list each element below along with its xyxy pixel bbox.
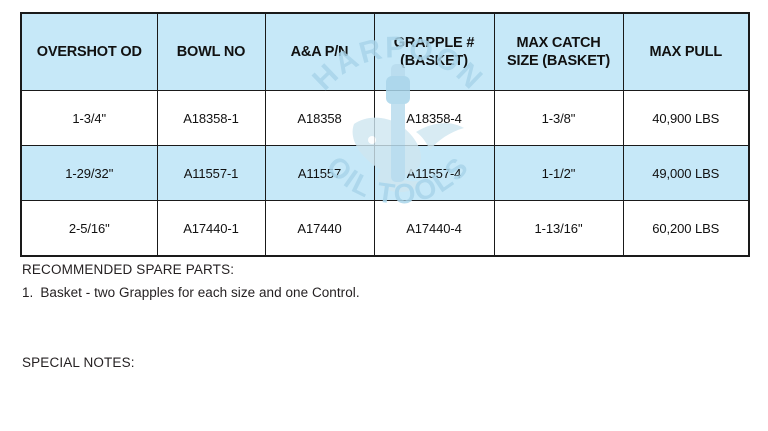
special-notes-section: SPECIAL NOTES: <box>22 355 135 370</box>
cell-max-pull: 40,900 LBS <box>622 90 750 146</box>
table-header-row: OVERSHOT OD BOWL NO A&A P/N GRAPPLE # (B… <box>20 12 750 91</box>
list-item-number: 1. <box>22 285 34 300</box>
header-line: SIZE (BASKET) <box>507 53 610 69</box>
cell-overshot-od: 1-29/32" <box>20 145 158 201</box>
table-row: 1-3/4" A18358-1 A18358 A18358-4 1-3/8" 4… <box>20 90 750 146</box>
cell-grapple-number: A18358-4 <box>373 90 495 146</box>
cell-bowl-no: A18358-1 <box>156 90 266 146</box>
table-row: 2-5/16" A17440-1 A17440 A17440-4 1-13/16… <box>20 200 750 257</box>
table-row: 1-29/32" A11557-1 A11557 A11557-4 1-1/2"… <box>20 145 750 201</box>
column-header-aa-pn: A&A P/N <box>264 12 375 91</box>
header-line: A&A P/N <box>290 43 349 60</box>
header-line: OVERSHOT OD <box>36 43 142 60</box>
cell-aa-pn: A18358 <box>264 90 375 146</box>
cell-bowl-no: A11557-1 <box>156 145 266 201</box>
column-header-grapple-number-basket: GRAPPLE # (BASKET) <box>373 12 495 91</box>
column-header-bowl-no: BOWL NO <box>156 12 266 91</box>
header-line: (BASKET) <box>400 53 468 69</box>
header-line: MAX CATCH <box>516 34 601 51</box>
spare-parts-list-item: 1. Basket - two Grapples for each size a… <box>22 285 722 300</box>
cell-max-pull: 60,200 LBS <box>622 200 750 257</box>
header-line: BOWL NO <box>176 43 246 60</box>
column-header-max-pull: MAX PULL <box>622 12 750 91</box>
cell-aa-pn: A17440 <box>264 200 375 257</box>
spare-parts-heading: RECOMMENDED SPARE PARTS: <box>22 262 235 277</box>
cell-aa-pn: A11557 <box>264 145 375 201</box>
cell-grapple-number: A17440-4 <box>373 200 495 257</box>
recommended-spare-parts-section: RECOMMENDED SPARE PARTS: 1. Basket - two… <box>22 262 722 300</box>
cell-bowl-no: A17440-1 <box>156 200 266 257</box>
column-header-overshot-od: OVERSHOT OD <box>20 12 158 91</box>
specification-table-container: OVERSHOT OD BOWL NO A&A P/N GRAPPLE # (B… <box>20 12 750 257</box>
cell-overshot-od: 2-5/16" <box>20 200 158 257</box>
header-line: MAX PULL <box>649 43 722 60</box>
header-line: GRAPPLE # <box>393 34 475 51</box>
column-header-max-catch-size-basket: MAX CATCH SIZE (BASKET) <box>493 12 624 91</box>
special-notes-heading: SPECIAL NOTES: <box>22 355 135 370</box>
cell-max-catch-size: 1-13/16" <box>493 200 624 257</box>
cell-grapple-number: A11557-4 <box>373 145 495 201</box>
cell-overshot-od: 1-3/4" <box>20 90 158 146</box>
list-item-text: Basket - two Grapples for each size and … <box>40 285 360 300</box>
cell-max-pull: 49,000 LBS <box>622 145 750 201</box>
cell-max-catch-size: 1-1/2" <box>493 145 624 201</box>
specification-table: OVERSHOT OD BOWL NO A&A P/N GRAPPLE # (B… <box>20 12 750 257</box>
cell-max-catch-size: 1-3/8" <box>493 90 624 146</box>
